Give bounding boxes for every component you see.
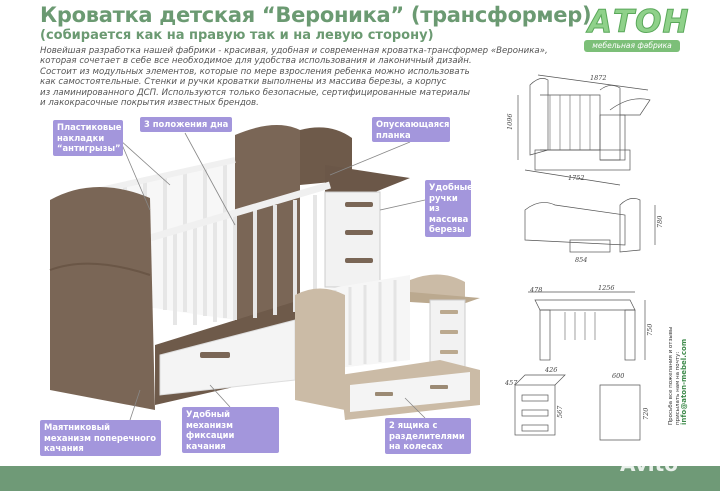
- leader-lines: [119, 132, 426, 421]
- footer-band: [0, 466, 720, 491]
- label-pendulum: Маятниковый механизм поперечного качания: [40, 420, 161, 456]
- label-lock: Удобный механизм фиксации качания: [182, 407, 279, 453]
- technical-drawings: [514, 74, 656, 441]
- dim-desk-depth: 478: [529, 286, 542, 294]
- dim-chest-depth: 457: [504, 379, 518, 387]
- label-bottom-positions: 3 положения дна: [140, 117, 233, 132]
- dim-desk-height: 750: [646, 324, 654, 336]
- dim-drawer-depth: 854: [575, 256, 587, 264]
- dim-chest-width: 426: [544, 366, 557, 374]
- label-handles: Удобные ручки из массива березы: [425, 180, 473, 237]
- dim-bed-height: 780: [656, 216, 664, 228]
- aton-logo: АТОН мебельная фабрика: [584, 4, 689, 52]
- logo-word: АТОН: [587, 4, 690, 41]
- dim-shelf-height: 720: [642, 408, 650, 420]
- small-crib: [295, 274, 480, 420]
- contact-line: Просьба все пожелания и отзывы: [668, 326, 674, 425]
- avito-watermark: Avito: [620, 452, 678, 476]
- description-line: Новейшая разработка нашей фабрики - крас…: [40, 46, 548, 56]
- label-lowering-rail: Опускающаяся планка: [372, 117, 450, 142]
- logo-tagline: мебельная фабрика: [584, 40, 680, 52]
- label-drawers: 2 ящика с разделителями на колесах: [385, 418, 471, 454]
- big-crib: [49, 125, 410, 410]
- dim-crib-height: 1096: [506, 113, 514, 130]
- dim-crib-length: 1872: [590, 74, 607, 82]
- description-line: и лакокрасочные покрытия известных бренд…: [40, 98, 259, 109]
- description-line: как самостоятельные. Стенки и ручки кров…: [40, 77, 447, 88]
- dim-chest-height: 567: [556, 405, 564, 418]
- page-subtitle: (собирается как на правую так и на левую…: [40, 28, 434, 43]
- contact-info: Просьба все пожелания и отзывы присылать…: [668, 327, 688, 425]
- label-anti-bite: Пластиковые накладки “антигрызы”: [53, 120, 123, 156]
- dim-shelf-width: 600: [612, 372, 624, 380]
- dim-crib-base: 1752: [568, 174, 585, 182]
- dimension-labels: 1872 1096 1752 780 854 1256 478 750 426 …: [504, 74, 664, 420]
- description: Новейшая разработка нашей фабрики - крас…: [40, 46, 548, 109]
- page-title: Кроватка детская “Вероника” (трансформер…: [40, 3, 592, 27]
- description-line: из ламинированного ДСП. Используются тол…: [40, 87, 471, 98]
- description-line: которая сочетает в себе все необходимое …: [40, 56, 472, 67]
- contact-email: info@aton-mebel.com: [680, 338, 688, 425]
- description-line: Состоит из модульных элементов, которые …: [40, 66, 470, 77]
- dim-desk-length: 1256: [598, 284, 615, 292]
